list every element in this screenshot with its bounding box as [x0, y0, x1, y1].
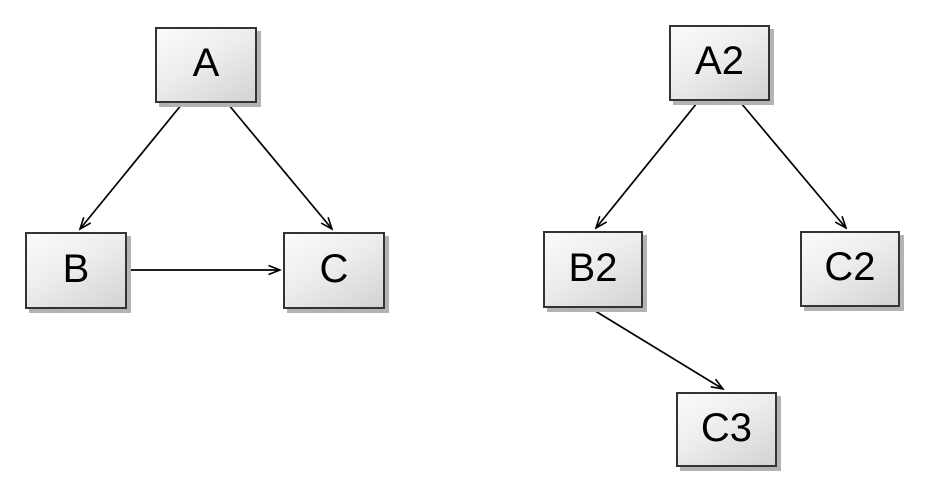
node-B: B [25, 232, 127, 309]
node-C3: C3 [676, 392, 777, 467]
node-A: A [155, 27, 257, 103]
edge-A-to-B [80, 103, 183, 229]
node-C: C [283, 232, 385, 309]
edge-A2-to-C2 [740, 102, 846, 228]
edge-B2-to-C3 [591, 308, 723, 389]
node-label-C: C [319, 246, 349, 291]
edge-A2-to-B2 [596, 102, 698, 228]
node-label-B: B [62, 246, 90, 291]
node-A2: A2 [669, 25, 770, 101]
node-label-A2: A2 [695, 39, 744, 83]
node-label-A: A [192, 41, 220, 85]
node-B2: B2 [543, 231, 643, 308]
node-C2: C2 [800, 231, 900, 307]
node-label-C3: C3 [700, 405, 753, 450]
edge-A-to-C [227, 103, 332, 229]
node-label-C2: C2 [824, 245, 876, 289]
node-label-B2: B2 [568, 245, 618, 290]
